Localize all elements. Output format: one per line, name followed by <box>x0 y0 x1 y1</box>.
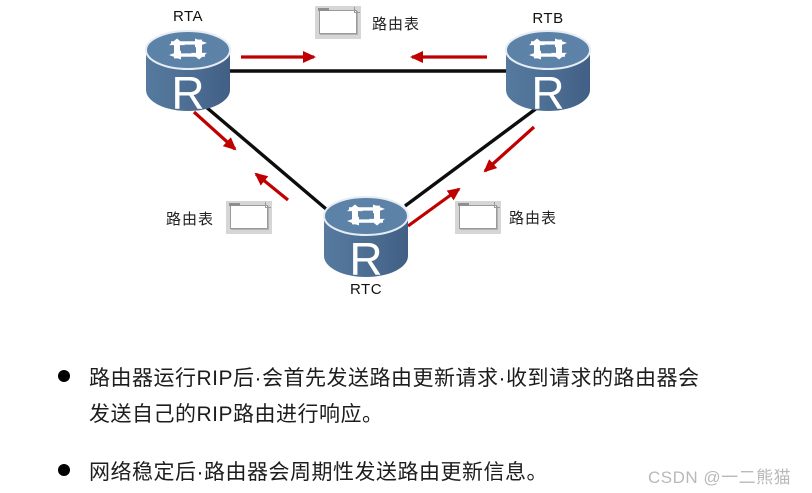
update-arrow-rtc-to-rtb <box>407 187 461 228</box>
bullet-2-line-1: 网络稳定后·路由器会周期性发送路由更新信息。 <box>89 461 548 484</box>
routing-table-titlebar <box>458 203 469 206</box>
bullet-1-line-2: 发送自己的RIP路由进行响应。 <box>89 403 384 426</box>
router-rta-label: RTA <box>172 8 204 25</box>
router-rtc-label: RTC <box>349 281 383 298</box>
bullet-list: 路由器运行RIP后·会首先发送路由更新请求·收到请求的路由器会 发送自己的RIP… <box>57 361 727 493</box>
bullet-item-2: 网络稳定后·路由器会周期性发送路由更新信息。 <box>57 455 727 491</box>
update-arrow-rtb-to-rtc <box>483 125 536 173</box>
update-arrow-rta-to-rtc <box>192 110 237 151</box>
router-rtc-icon: R <box>323 196 409 285</box>
routing-table-icon-left <box>226 201 272 234</box>
routing-table-window <box>459 205 497 229</box>
bullet-1-text: 路由器运行RIP后·会首先发送路由更新请求·收到请求的路由器会 发送自己的RIP… <box>89 361 700 433</box>
bullet-dot <box>58 370 70 382</box>
router-rta-icon: R <box>145 30 231 119</box>
bullet-dot <box>58 464 70 476</box>
router-rtb-icon: R <box>505 30 591 119</box>
update-arrow-rtc-to-rta <box>254 172 290 202</box>
routing-table-titlebar <box>318 8 329 11</box>
router-rta-glyph: R <box>171 67 204 119</box>
csdn-watermark: CSDN @一二熊猫 <box>648 468 792 487</box>
router-rtc-glyph: R <box>349 233 382 285</box>
link-rta-rtc <box>197 99 334 216</box>
routing-table-label-top: 路由表 <box>372 16 421 33</box>
routing-table-corner <box>265 202 271 208</box>
bullet-item-1: 路由器运行RIP后·会首先发送路由更新请求·收到请求的路由器会 发送自己的RIP… <box>57 361 727 433</box>
router-rtb-glyph: R <box>531 67 564 119</box>
link-rtb-rtc <box>403 103 543 208</box>
routing-table-label-left: 路由表 <box>166 211 215 228</box>
routing-table-corner <box>354 7 360 13</box>
routing-table-window <box>319 10 357 34</box>
bullet-1-line-1: 路由器运行RIP后·会首先发送路由更新请求·收到请求的路由器会 <box>89 367 700 390</box>
routing-table-icon-top <box>315 6 361 39</box>
routing-table-titlebar <box>229 203 240 206</box>
bullet-2-text: 网络稳定后·路由器会周期性发送路由更新信息。 <box>89 455 548 491</box>
routing-table-icon-right <box>455 201 501 234</box>
router-rtb-label: RTB <box>532 10 564 27</box>
routing-table-corner <box>494 202 500 208</box>
routing-table-window <box>230 205 268 229</box>
routing-table-label-right: 路由表 <box>509 210 558 227</box>
